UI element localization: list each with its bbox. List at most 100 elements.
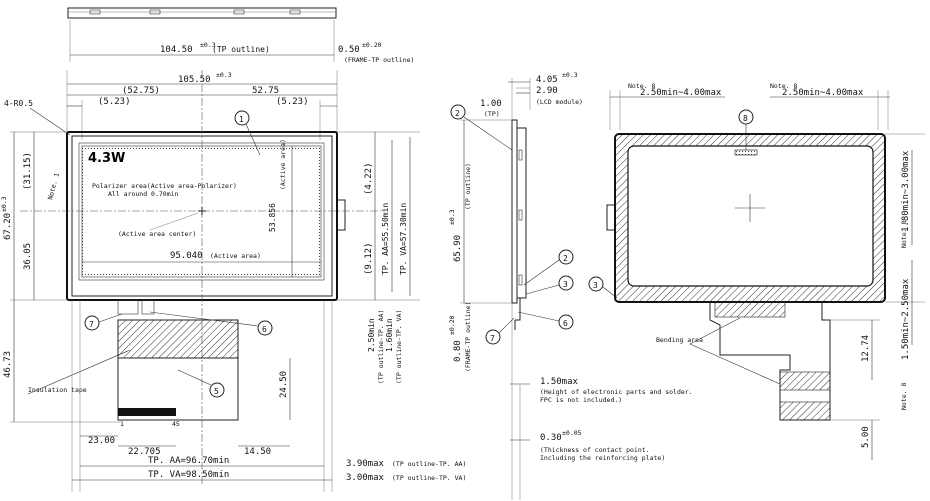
svg-text:7: 7 [490,334,495,343]
svg-text:Note. 8: Note. 8 [900,383,908,410]
svg-text:±0.3: ±0.3 [448,209,456,225]
svg-text:(FRAME-TP outline): (FRAME-TP outline) [344,56,414,64]
svg-text:3: 3 [593,281,598,290]
svg-text:14.50: 14.50 [244,447,271,457]
svg-text:2.50min: 2.50min [367,318,376,352]
callout-6 [257,320,273,336]
back-view: Note. 8 2.50min~4.00max Note. 8 2.50min~… [588,82,925,460]
callout-7-side [485,329,501,345]
lcd-side [516,127,527,299]
svg-text:22.705: 22.705 [128,447,161,457]
svg-text:Note. 1: Note. 1 [46,172,61,201]
callout-6-side [558,314,574,330]
side-view: 4.05 ±0.3 2.90 (LCD module) 1.00 (TP) 65… [448,71,693,500]
dim-height-total: 67.20 [3,213,13,240]
svg-text:±0.05: ±0.05 [562,429,582,437]
svg-text:(Active area): (Active area) [279,139,287,190]
svg-text:All around 0.70min: All around 0.70min [108,190,179,198]
svg-text:2: 2 [563,254,568,263]
svg-text:±0.3: ±0.3 [200,41,216,49]
fpc [117,357,239,421]
dim-range-a: 2.50min~4.00max [640,88,722,98]
svg-text:±0.3: ±0.3 [216,71,232,79]
dim-range-b: 2.50min~4.00max [782,88,864,98]
svg-text:(4.22): (4.22) [364,162,374,195]
svg-text:Including the reinforcing plat: Including the reinforcing plate) [540,454,665,462]
svg-text:3.00max: 3.00max [346,473,385,483]
svg-text:6: 6 [262,325,267,334]
svg-text:24.50: 24.50 [279,371,289,398]
svg-text:(TP outline): (TP outline) [464,163,472,210]
svg-text:Insulation tape: Insulation tape [28,386,87,394]
svg-text:52.75: 52.75 [252,86,279,96]
svg-text:(TP outline): (TP outline) [212,45,270,54]
svg-text:2.90: 2.90 [536,86,558,96]
callout-3-back [588,276,604,292]
dim-fpc-length: 46.73 [3,351,13,378]
tp-visible-area [78,142,325,281]
svg-text:(9.12): (9.12) [364,242,374,275]
svg-text:0.80: 0.80 [453,340,463,362]
svg-text:±0.3: ±0.3 [0,196,8,212]
svg-text:(Thickness of contact point.: (Thickness of contact point. [540,446,650,454]
svg-text:12.74: 12.74 [861,335,871,362]
dim-tp-va-height: TP. VA=57.30min [399,203,408,275]
svg-text:Polarizer area(Active area-Pol: Polarizer area(Active area-Polarizer) [92,182,237,190]
callout-3 [558,275,574,291]
dim-tp-aa-height: TP. AA=55.50min [381,203,390,275]
svg-text:1.50max: 1.50max [540,377,579,387]
dim-tp-outline-width: 104.50 [160,45,193,55]
dim-tp-va-width: TP. VA=98.50min [148,470,229,480]
dim-right-1: 1.80min~3.00max [901,150,911,232]
svg-text:2: 2 [455,109,460,118]
dim-active-width: 95.040 [170,251,203,261]
dim-thickness: 4.05 [536,75,558,85]
back-fpc [709,302,831,421]
svg-text:5.00: 5.00 [861,426,871,448]
dim-side-height: 65.90 [453,235,463,262]
dim-right-2: 1.50min~2.50max [901,278,911,360]
callout-2 [558,249,574,265]
svg-text:Bending area: Bending area [656,336,703,344]
svg-text:3.90max: 3.90max [346,459,385,469]
svg-text:53.856: 53.856 [268,203,277,232]
svg-text:7: 7 [89,320,94,329]
svg-text:Note. 8: Note. 8 [770,82,797,90]
svg-text:0.30: 0.30 [540,433,562,443]
svg-text:±0.3: ±0.3 [562,71,578,79]
dim-tp-aa-width: TP. AA=96.70min [148,456,229,466]
callout-1 [234,110,250,126]
svg-text:(TP outline-TP. VA): (TP outline-TP. VA) [392,474,466,482]
svg-text:1.60min: 1.60min [385,318,394,352]
front-view: 104.50 ±0.3 (TP outline) 0.50 ±0.20 (FRA… [0,7,466,492]
svg-text:(TP outline-TP. VA): (TP outline-TP. VA) [395,310,403,384]
svg-text:45: 45 [172,420,180,428]
svg-text:36.05: 36.05 [23,243,33,270]
top-edge-view [67,7,337,19]
svg-text:FPC is not included.): FPC is not included.) [540,396,622,404]
svg-text:(LCD module): (LCD module) [536,98,583,106]
svg-text:(52.75): (52.75) [122,86,160,96]
dim-total-width: 105.50 [178,75,211,85]
callout-4 [450,104,466,120]
svg-text:(TP): (TP) [484,110,500,118]
dim-frame-tp-gap: 0.50 [338,45,360,55]
connector [734,149,758,156]
svg-text:5: 5 [214,387,219,396]
touch-panel-side [511,119,518,304]
svg-text:Note. 8: Note. 8 [900,221,908,248]
svg-text:23.00: 23.00 [88,436,115,446]
svg-text:(5.23): (5.23) [98,97,131,107]
svg-text:3: 3 [563,280,568,289]
svg-text:(TP outline-TP. AA): (TP outline-TP. AA) [392,460,466,468]
svg-text:(5.23): (5.23) [276,97,309,107]
svg-text:8: 8 [743,114,748,123]
svg-text:6: 6 [563,319,568,328]
svg-text:1: 1 [239,115,244,124]
svg-text:1: 1 [120,420,124,428]
svg-text:(FRAME-TP outline): (FRAME-TP outline) [464,302,472,372]
svg-text:±0.20: ±0.20 [448,315,456,335]
svg-text:(31.15): (31.15) [23,152,33,190]
frame-label: 4.3W [88,151,125,166]
